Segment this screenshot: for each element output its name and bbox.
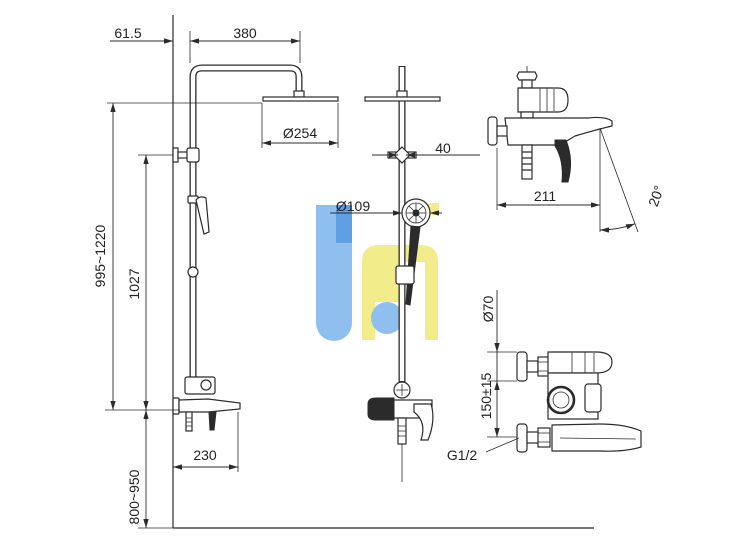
hose-connector-ribs [186,417,192,427]
wall-mixer-dimensions: Ø70 150±15 G1/2 [447,290,520,463]
front-shower-head [364,96,441,102]
bath-mixer-side-view [487,66,613,183]
pipe-clamp [186,147,200,163]
bath-mixer-top-stem [521,79,533,89]
hand-shower-side [195,196,210,235]
lower-nut-faces [538,432,550,443]
front-view-dimensions: 40 Ø109 [330,140,480,216]
wall-bracket-plate [172,147,179,163]
watermark-logo [316,203,439,341]
front-head-neck [396,90,408,98]
label-mounting-height: 800~950 [126,469,142,524]
bath-mixer-valve-grooves [539,88,555,112]
bath-mixer-flange [487,116,498,146]
upper-escutcheon [516,351,528,382]
label-thread-size: G1/2 [447,447,478,463]
wall-mixer-valve [584,383,602,413]
upper-nut-faces [538,361,549,372]
label-connector-diameter: Ø70 [480,296,496,323]
mixer-escutcheon [172,397,180,415]
head-diameter-dimension: Ø254 [107,102,339,148]
watermark-blue-block [336,205,352,243]
label-height-range: 995~1220 [92,224,108,287]
bath-mixer-lever [554,139,572,183]
front-hose-ribs [398,425,406,437]
bath-mixer-top-nut [516,71,538,81]
wall-mixer-side-view [516,351,642,453]
spout-angle-arc [599,223,636,233]
watermark-yellow-arch [362,245,438,340]
bath-mixer-dimensions: 211 20° [496,127,667,233]
watermark-blue-dot [371,302,403,334]
spout-angle-line [599,127,639,233]
bath-mixer-neck [520,111,534,119]
wall-mixer-knob-inner [552,391,570,409]
label-hand-shower-diameter: Ø109 [336,198,370,214]
hose-outlet [187,266,199,278]
mixer-lever [208,411,217,431]
label-mixer-projection: 230 [193,447,217,463]
top-dimensions: 61.5 380 [110,25,301,63]
bath-mixer-valve [517,87,569,113]
upper-eccentric-pipe [526,360,539,373]
wall-mixer-cap-grooves [571,352,595,373]
label-bracket-offset: 40 [435,140,451,156]
overhead-shower-head [262,96,339,102]
label-column-height: 1027 [126,268,142,299]
riser-pipe-outline [189,64,303,378]
bath-spout-body [504,116,613,146]
wall-mixer-lever-edge [559,437,637,440]
diverter-knob [200,379,212,391]
label-head-diameter: Ø254 [283,125,317,141]
head-neck [293,90,305,98]
front-mixer-handle [367,397,395,421]
thread-leader-line [485,437,520,453]
front-mixer-lever [413,403,434,441]
label-wall-offset: 61.5 [114,25,141,41]
label-spout-length: 211 [534,188,557,204]
height-dimensions: 995~1220 1027 800~950 [92,103,180,529]
column-front-view [364,66,441,482]
riser-pipe-inner [190,65,302,378]
hose-connector [185,411,193,432]
mixer-projection-dimension: 230 [173,412,239,472]
bath-hose-connector [521,144,533,180]
label-arm-length: 380 [233,25,257,41]
mixer-body-spout [178,398,241,413]
wall-mixer-lever [551,423,642,452]
upper-nut [537,356,550,377]
wall-mixer-valve-cap [547,351,613,374]
column-side-view [172,64,339,432]
wall-mixer-knob [546,385,576,415]
front-diverter-cross [396,384,408,396]
label-inlet-spacing: 150±15 [478,372,494,419]
hand-shower-center [412,209,420,217]
lower-nut [537,427,551,448]
lower-eccentric-pipe [526,431,540,444]
slide-holder [395,265,415,285]
bath-hose-ribs [522,151,532,171]
label-spout-angle: 20° [645,183,667,208]
bath-mixer-inlet [496,125,508,137]
